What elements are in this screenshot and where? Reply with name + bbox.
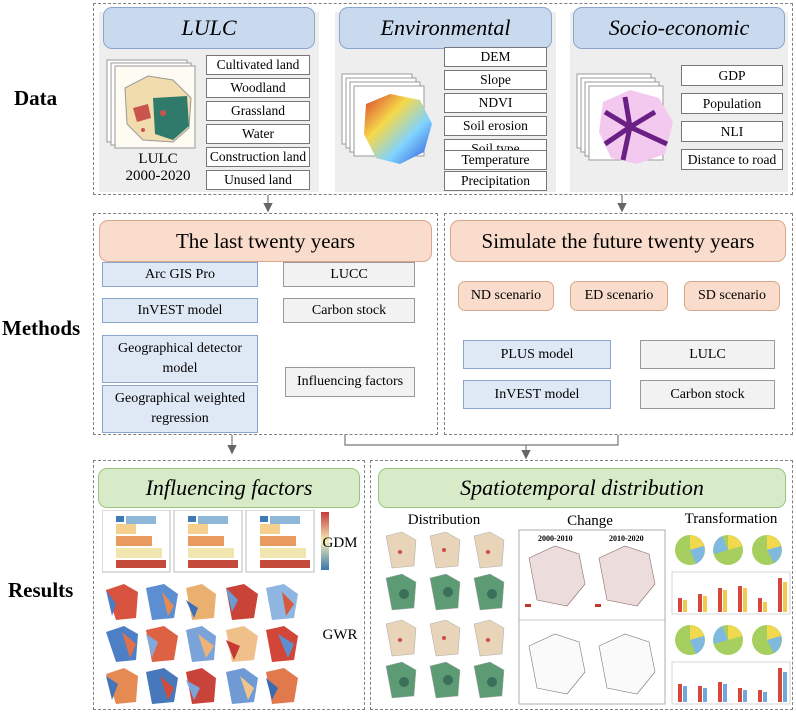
influencing-factors-box: Influencing factors — [285, 367, 415, 397]
gwr-map-thumbnails — [106, 584, 298, 704]
transformation-label: Transformation — [684, 511, 778, 527]
socio-map-stack-icon — [576, 73, 673, 164]
ed-scenario-box: ED scenario — [570, 281, 668, 311]
plus-model-box: PLUS model — [463, 340, 611, 369]
socio-item-gdp: GDP — [681, 65, 783, 86]
geodetector-box: Geographical detector model — [102, 335, 258, 383]
invest-box-last: InVEST model — [102, 298, 258, 323]
invest-box-future: InVEST model — [463, 380, 611, 409]
change-period-2: 2010-2020 — [609, 534, 644, 543]
lulc-item-construction: Construction land — [206, 147, 310, 167]
socio-title: Socio-economic — [573, 7, 785, 49]
sd-scenario-box: SD scenario — [684, 281, 780, 311]
lulc-map-stack-icon — [106, 59, 196, 149]
lulc-caption-line1: LULC — [138, 151, 178, 167]
socio-item-population: Population — [681, 93, 783, 114]
gwr-label: GWR — [322, 627, 358, 643]
carbon-box-future: Carbon stock — [640, 380, 775, 409]
lulc-title: LULC — [103, 7, 315, 49]
env-item-soil-erosion: Soil erosion — [444, 116, 547, 136]
methods-future-title: Simulate the future twenty years — [450, 220, 786, 262]
methods-last-title: The last twenty years — [99, 220, 432, 262]
gdm-colorbar — [321, 512, 329, 570]
gdm-label: GDM — [322, 535, 358, 551]
socio-item-road: Distance to road — [681, 149, 783, 170]
env-item-slope: Slope — [444, 70, 547, 90]
results-influencing-title: Influencing factors — [98, 468, 360, 508]
environmental-map-stack-icon — [341, 73, 432, 164]
lulc-box-future: LULC — [640, 340, 775, 369]
lulc-item-cultivated: Cultivated land — [206, 55, 310, 75]
env-item-ndvi: NDVI — [444, 93, 547, 113]
env-item-precipitation: Precipitation — [444, 171, 547, 191]
row-label-methods: Methods — [2, 316, 81, 340]
results-spatio-title: Spatiotemporal distribution — [378, 468, 786, 508]
nd-scenario-box: ND scenario — [458, 281, 554, 311]
socio-item-nli: NLI — [681, 121, 783, 142]
lulc-caption-line2: 2000-2020 — [125, 168, 191, 184]
row-label-results: Results — [8, 578, 74, 602]
transformation-charts — [671, 535, 791, 705]
lulc-item-grassland: Grassland — [206, 101, 310, 121]
lucc-box: LUCC — [283, 262, 415, 287]
arcgis-box: Arc GIS Pro — [102, 262, 258, 287]
distribution-label: Distribution — [407, 512, 481, 528]
env-item-temperature-visible: Temperature — [444, 150, 547, 170]
change-label: Change — [567, 513, 613, 529]
distribution-maps — [385, 531, 505, 699]
carbon-box-last: Carbon stock — [283, 298, 415, 323]
row-label-data: Data — [14, 86, 58, 110]
lulc-item-woodland: Woodland — [206, 78, 310, 98]
lulc-item-water: Water — [206, 124, 310, 144]
lulc-item-unused: Unused land — [206, 170, 310, 190]
change-period-1: 2000-2010 — [538, 534, 573, 543]
gdm-heatmap-thumbnails — [102, 510, 315, 573]
env-item-dem: DEM — [444, 47, 547, 67]
environmental-title: Environmental — [339, 7, 552, 49]
change-maps — [518, 529, 666, 705]
gwr-box: Geographical weighted regression — [102, 385, 258, 433]
